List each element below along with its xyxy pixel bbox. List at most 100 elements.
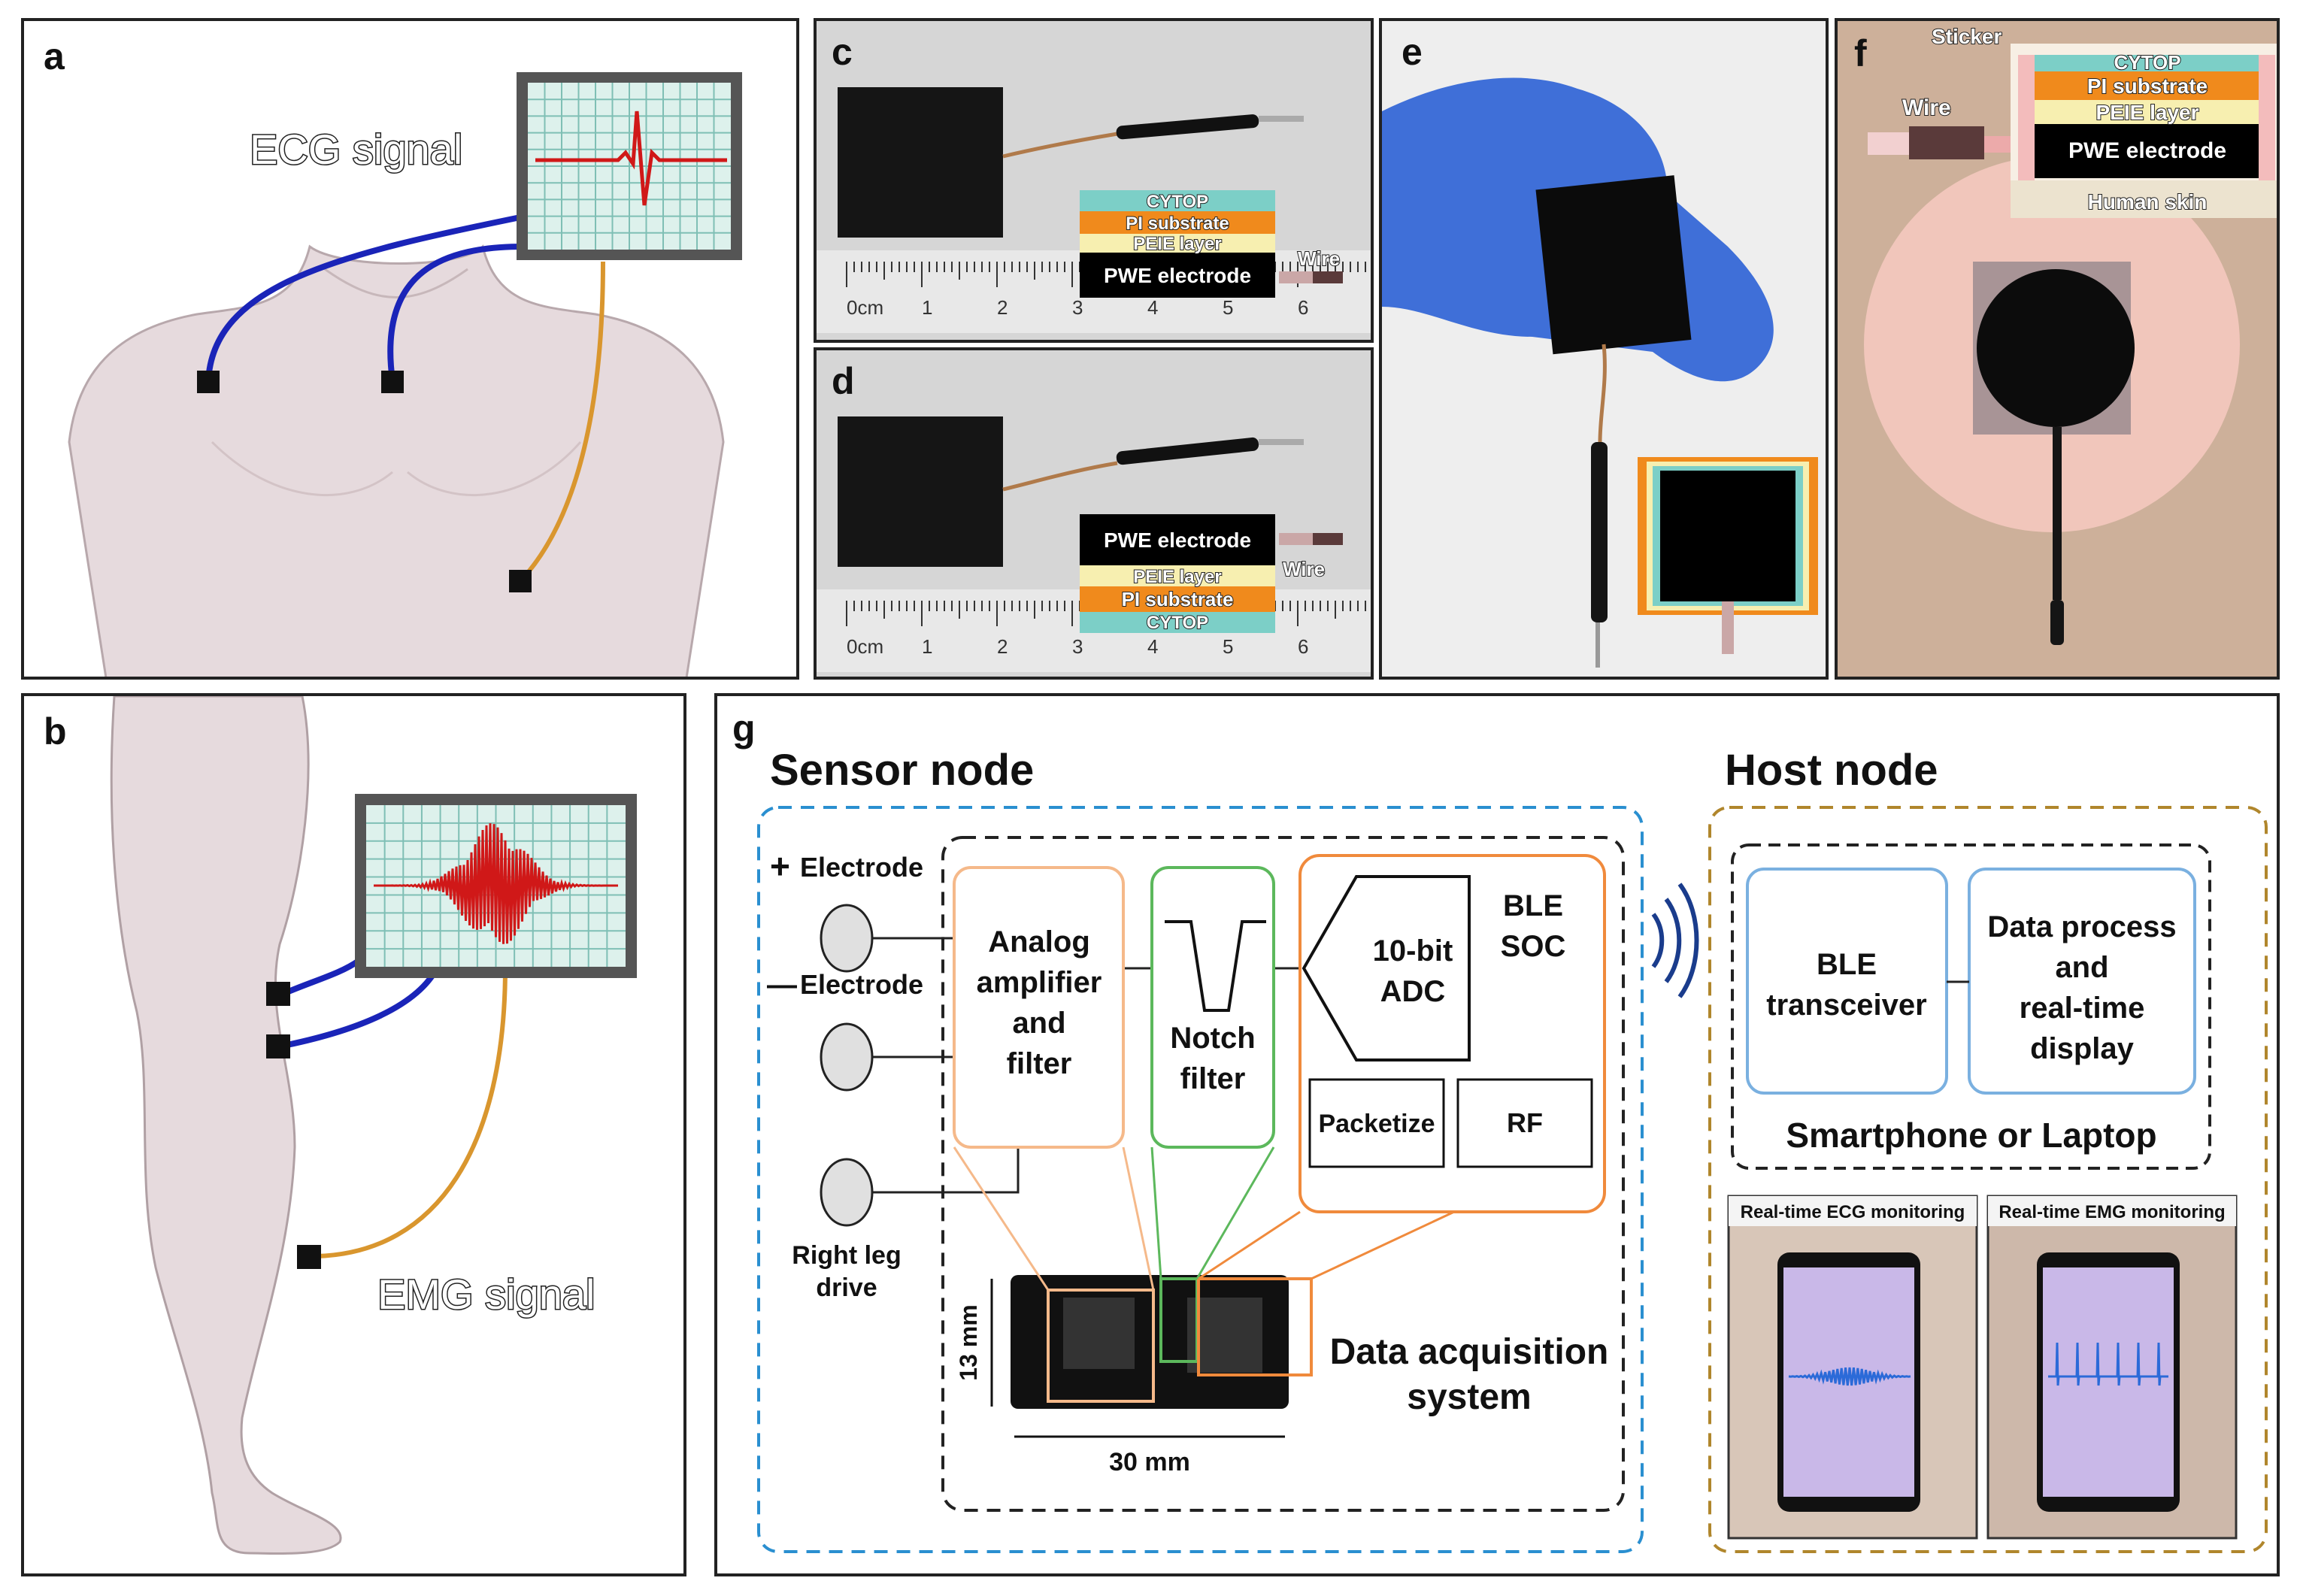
panel-g: Sensor node Host node + Electrode — Elec… — [714, 693, 2280, 1576]
c-layer-cytop: CYTOP — [1147, 192, 1208, 212]
transceiver-label-2: transceiver — [1766, 989, 1926, 1022]
electrode-disk — [1977, 269, 2135, 427]
dim-height-label: 13 mm — [955, 1304, 982, 1380]
adc-label-2: ADC — [1380, 975, 1446, 1008]
ruler-c-tick-label: 7 — [1373, 296, 1374, 319]
f-sticker-label: Sticker — [1932, 25, 2002, 48]
ruler-c-tick-label: 0cm — [847, 296, 883, 319]
electrode-calf-1 — [266, 982, 290, 1006]
panel-a-illustration: ECG signal — [68, 72, 742, 677]
notch-filter-icon — [1165, 920, 1266, 1012]
panel-label-b: b — [44, 710, 67, 753]
ecg-phone-waveform — [1788, 1367, 1911, 1386]
plus-sign: + — [770, 846, 790, 886]
adc-symbol — [1302, 875, 1471, 1061]
panel-f: Sticker Wire CYTOP PI substrate PEIE lay… — [1835, 18, 2280, 680]
f-layer-cytop: CYTOP — [2114, 51, 2180, 74]
c-layer-pi: PI substrate — [1126, 214, 1229, 234]
panel-label-f: f — [1854, 32, 1867, 74]
rf-box — [1456, 1078, 1593, 1168]
panel-b-illustration: EMG signal — [110, 696, 637, 1555]
amplifier-label-3: and — [1012, 1007, 1065, 1040]
electrode-right — [381, 371, 404, 393]
right-leg-electrode-icon — [820, 1158, 874, 1227]
electrode-calf-2 — [266, 1034, 290, 1058]
panel-d-photo: 0cm1234567 PWE electrode PEIE layer PI s… — [817, 350, 1371, 677]
electrode-shin — [297, 1245, 321, 1269]
electrode-left — [197, 371, 220, 393]
d-wire-label: Wire — [1283, 558, 1325, 580]
minus-electrode-label: Electrode — [800, 969, 923, 1000]
panel-e: e — [1379, 18, 1829, 680]
amplifier-label-4: filter — [1007, 1047, 1072, 1080]
ecg-monitoring-label: Real-time ECG monitoring — [1741, 1202, 1965, 1222]
daq-label-2: system — [1407, 1377, 1531, 1417]
ruler-d-tick-label: 4 — [1147, 635, 1158, 658]
ruler-c-tick-label: 3 — [1072, 296, 1083, 319]
electrode-side — [509, 570, 532, 592]
c-wire-label: Wire — [1298, 247, 1340, 270]
ruler-d-tick-label: 6 — [1298, 635, 1308, 658]
panel-b: EMG signal b — [21, 693, 686, 1576]
data-process-label-2: and — [2055, 951, 2108, 984]
wireless-icon — [1651, 883, 1699, 998]
host-node-box — [1708, 806, 2268, 1553]
sensor-node-title: Sensor node — [770, 746, 1034, 795]
data-process-label-3: real-time — [2020, 992, 2145, 1025]
packetize-box — [1308, 1078, 1445, 1168]
panel-label-d: d — [832, 360, 855, 402]
emg-waveform — [374, 823, 618, 944]
ble-transceiver-box — [1746, 868, 1948, 1095]
data-process-label-4: display — [2030, 1032, 2135, 1065]
panel-c-photo: 0cm1234567 CYTOP PI substrate PEIE layer… — [817, 21, 1374, 340]
amplifier-label-2: amplifier — [977, 966, 1102, 999]
ruler-c-tick-label: 4 — [1147, 296, 1158, 319]
ruler-c-tick-label: 6 — [1298, 296, 1308, 319]
panel-a: ECG signal a — [21, 18, 799, 680]
sensor-node-box — [757, 806, 1644, 1553]
sensor-inner-box — [941, 836, 1625, 1512]
electrode-patch — [838, 87, 1003, 238]
ruler-d-tick-label: 5 — [1223, 635, 1233, 658]
ruler-d-tick-label: 1 — [922, 635, 932, 658]
ruler-c-tick-label: 1 — [922, 296, 932, 319]
panel-label-g: g — [732, 707, 756, 750]
ecg-waveform — [535, 111, 727, 206]
minus-sign: — — [767, 968, 797, 1001]
ruler-c-tick-label: 5 — [1223, 296, 1233, 319]
device-label: Smartphone or Laptop — [1786, 1116, 2156, 1155]
panel-f-photo: Sticker Wire CYTOP PI substrate PEIE lay… — [1838, 21, 2277, 677]
host-node-title: Host node — [1725, 746, 1938, 795]
ecg-signal-label: ECG signal — [250, 126, 462, 173]
d-layer-cytop: CYTOP — [1147, 613, 1208, 633]
panel-label-a: a — [44, 35, 65, 77]
adc-label-1: 10-bit — [1373, 934, 1453, 968]
amplifier-box — [953, 866, 1125, 1149]
daq-label-1: Data acquisition — [1330, 1332, 1609, 1372]
minus-electrode-icon — [820, 1022, 874, 1092]
ble-soc-label-1: BLE — [1503, 889, 1563, 922]
packetize-label: Packetize — [1319, 1110, 1435, 1138]
data-process-label-1: Data process — [1987, 910, 2176, 943]
c-layer-peie: PEIE layer — [1133, 234, 1221, 254]
panel-d: 0cm1234567 PWE electrode PEIE layer PI s… — [814, 347, 1374, 680]
host-inner-box — [1731, 843, 2211, 1170]
f-layer-pi: PI substrate — [2087, 74, 2208, 98]
panel-e-photo — [1382, 21, 1826, 677]
d-layer-pwe: PWE electrode — [1104, 528, 1251, 552]
emg-phone-waveform — [2048, 1342, 2168, 1386]
panel-label-c: c — [832, 31, 853, 73]
f-wire-label: Wire — [1902, 95, 1951, 120]
f-layer-peie: PEIE layer — [2096, 101, 2199, 124]
f-layer-skin: Human skin — [2088, 190, 2208, 214]
notch-label-1: Notch — [1170, 1022, 1255, 1055]
panel-g-diagram: Sensor node Host node + Electrode — Elec… — [757, 746, 2268, 1553]
ruler-d-tick-label: 3 — [1072, 635, 1083, 658]
f-layer-pwe: PWE electrode — [2068, 138, 2226, 163]
d-layer-pi: PI substrate — [1122, 588, 1234, 610]
panel-c: 0cm1234567 CYTOP PI substrate PEIE layer… — [814, 18, 1374, 343]
notch-label-2: filter — [1180, 1062, 1246, 1095]
ruler-d-tick-label: 0cm — [847, 635, 883, 658]
transceiver-label-1: BLE — [1817, 948, 1877, 981]
notch-filter-box — [1150, 866, 1275, 1149]
